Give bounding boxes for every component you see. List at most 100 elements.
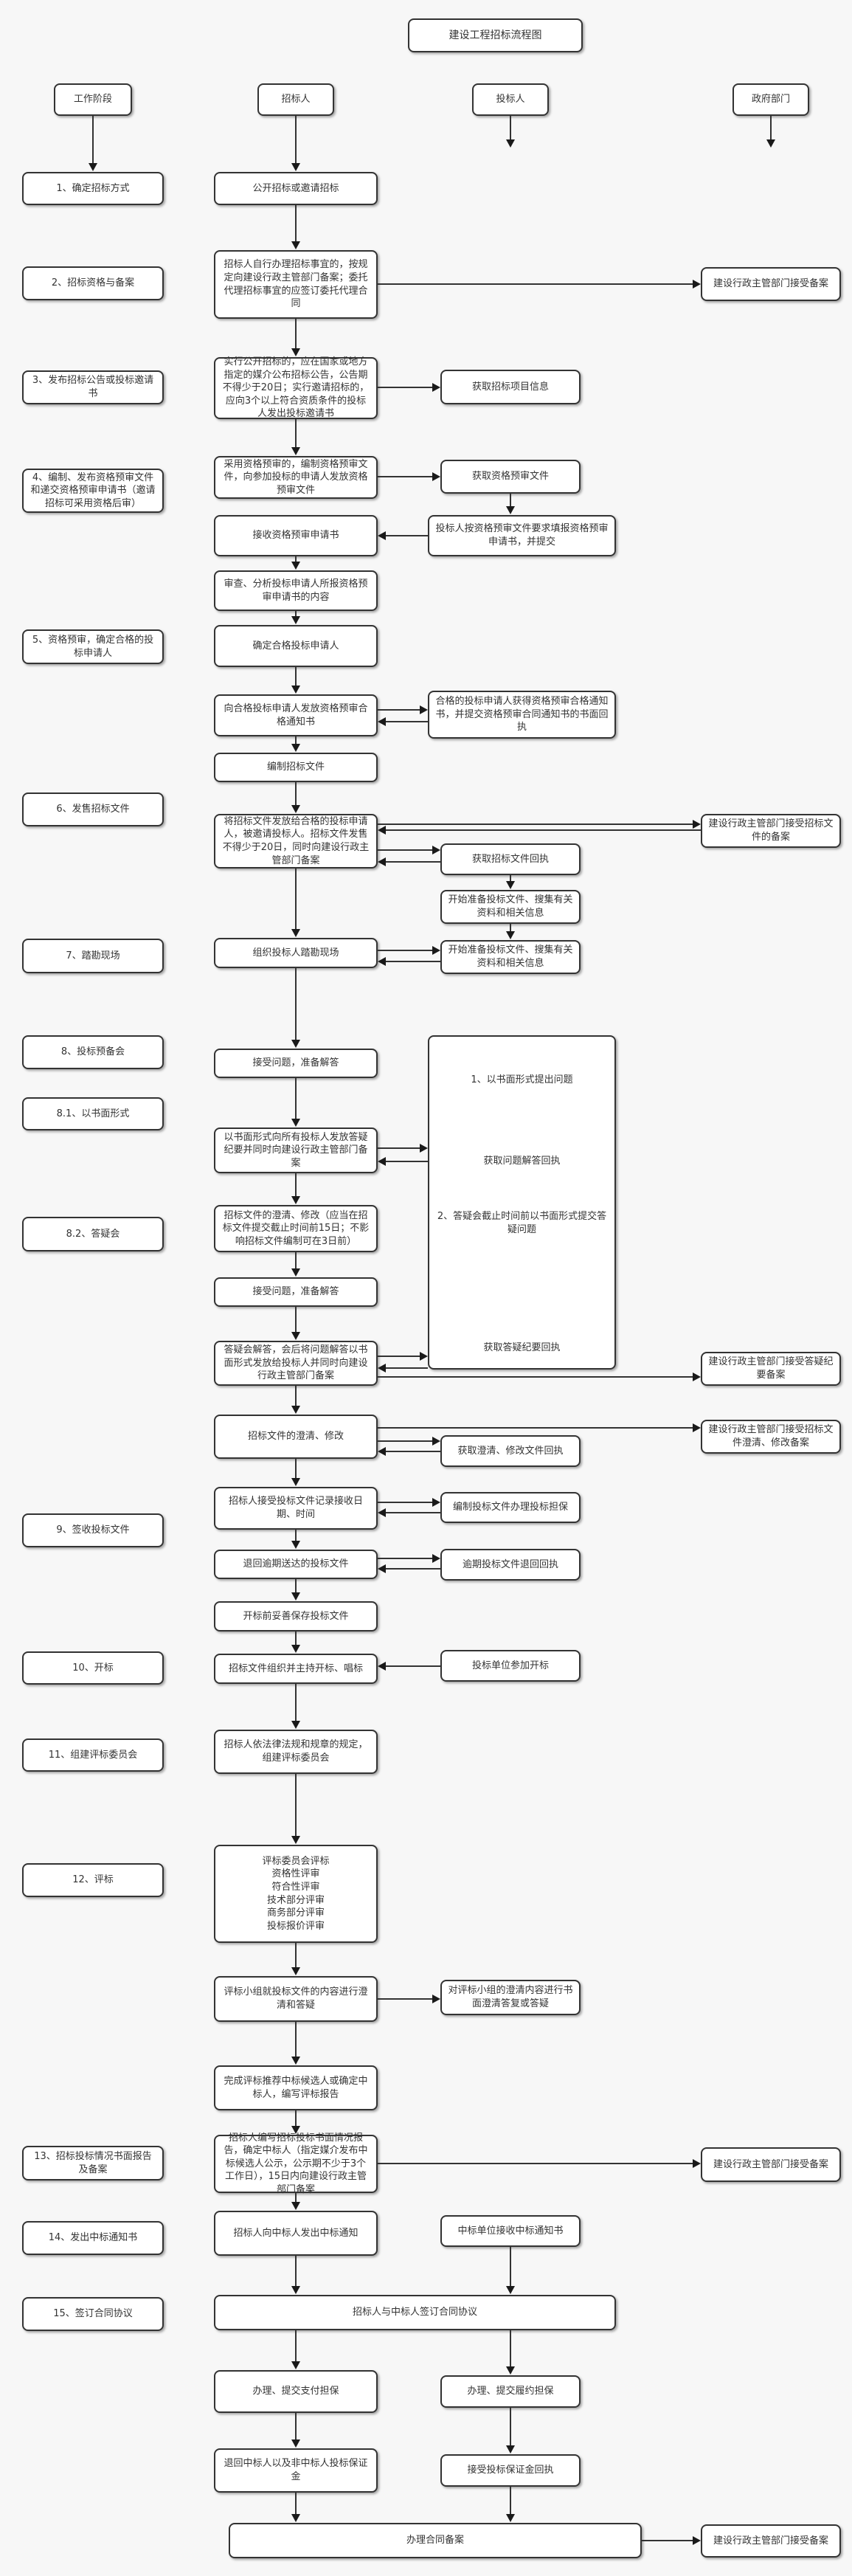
flow-line — [378, 1427, 694, 1429]
flow-node-t3: 实行公开招标的，应在国家或地方指定的媒介公布招标公告，公告期不得少于20日；实行… — [214, 356, 378, 419]
column-header-stage: 工作阶段 — [54, 83, 132, 116]
flow-line — [378, 2163, 694, 2164]
arrowhead-down-icon — [506, 881, 515, 889]
flow-line — [384, 961, 440, 962]
flow-node-t5: 接收资格预审申请书 — [214, 515, 378, 556]
flow-node-t21: 招标文件组织并主持开标、唱标 — [214, 1654, 378, 1684]
arrowhead-down-icon — [89, 163, 97, 171]
flow-node-t11: 组织投标人踏勘现场 — [214, 938, 378, 968]
flow-line — [378, 387, 434, 388]
arrowhead-right-icon — [693, 1372, 701, 1381]
flow-line — [384, 1512, 440, 1513]
flow-node-t8: 向合格投标申请人发放资格预审合格通知书 — [214, 694, 378, 736]
arrowhead-down-icon — [291, 1196, 300, 1204]
arrowhead-down-icon — [291, 2439, 300, 2448]
flow-line — [378, 476, 434, 477]
arrowhead-down-icon — [506, 2286, 515, 2294]
flow-node-s8_2: 8.2、答疑会 — [22, 1217, 164, 1251]
flow-line — [770, 116, 772, 141]
flow-node-g1: 建设行政主管部门接受备案 — [701, 267, 841, 301]
flow-node-s1: 1、确定招标方式 — [22, 172, 164, 205]
arrowhead-right-icon — [432, 1554, 440, 1563]
flow-line — [378, 1356, 421, 1357]
flow-node-s11: 11、组建评标委员会 — [22, 1738, 164, 1772]
arrowhead-right-icon — [432, 472, 440, 481]
arrowhead-down-icon — [291, 2361, 300, 2369]
arrowhead-down-icon — [506, 2514, 515, 2522]
arrowhead-down-icon — [291, 1721, 300, 1729]
flow-line — [510, 875, 511, 883]
arrowhead-right-icon — [432, 946, 440, 955]
flow-line — [378, 1502, 434, 1503]
flow-node-t14: 招标文件的澄清、修改（应当在招标文件提交截止时间前15日；不影响招标文件编制可在… — [214, 1205, 378, 1252]
arrowhead-down-icon — [291, 1119, 300, 1127]
flow-node-t1: 公开招标或邀请招标 — [214, 172, 378, 205]
flow-line — [378, 823, 694, 825]
arrowhead-down-icon — [291, 447, 300, 455]
flow-line — [295, 1631, 297, 1646]
arrowhead-down-icon — [506, 506, 515, 514]
column-header-tenderer: 招标人 — [257, 83, 334, 116]
arrowhead-down-icon — [506, 931, 515, 939]
flow-line — [295, 2493, 297, 2515]
flow-line — [295, 419, 297, 449]
flow-node-t13: 以书面形式向所有投标人发放答疑纪要并同时向建设行政主管部门备案 — [214, 1128, 378, 1173]
flow-line — [378, 849, 434, 851]
flow-line — [378, 1376, 694, 1378]
flow-node-t6: 审查、分析投标申请人所报资格预审申请书的内容 — [214, 570, 378, 611]
arrowhead-down-icon — [291, 2057, 300, 2065]
flow-line — [295, 2256, 297, 2287]
flow-line — [384, 1161, 428, 1162]
flow-line — [295, 611, 297, 618]
flow-line — [378, 1147, 421, 1149]
flow-node-b14: 办理、提交履约担保 — [440, 2375, 581, 2408]
flow-node-t10: 将招标文件发放给合格的投标申请人，被邀请投标人。招标文件发售不得少于20日，同时… — [214, 814, 378, 869]
flow-line — [92, 116, 94, 165]
arrowhead-down-icon — [291, 2202, 300, 2210]
arrowhead-left-icon — [378, 1157, 386, 1166]
flow-node-s12: 12、评标 — [22, 1863, 164, 1897]
flow-line — [295, 869, 297, 930]
flow-node-b3: 投标人按资格预审文件要求填报资格预审申请书，并提交 — [428, 515, 616, 556]
flow-line — [295, 319, 297, 350]
page-title: 建设工程招标流程图 — [408, 18, 583, 52]
column-header-government: 政府部门 — [732, 83, 809, 116]
arrowhead-down-icon — [291, 1645, 300, 1653]
arrowhead-down-icon — [291, 1836, 300, 1844]
flow-line — [510, 2330, 511, 2368]
flow-node-b13: 中标单位接收中标通知书 — [440, 2215, 581, 2247]
flow-node-s10: 10、开标 — [22, 1651, 164, 1685]
arrowhead-right-icon — [432, 383, 440, 392]
flow-line — [295, 2022, 297, 2058]
flow-node-t15: 接受问题，准备解答 — [214, 1277, 378, 1307]
flow-node-g6: 建设行政主管部门接受备案 — [701, 2524, 841, 2558]
flow-node-s15: 15、签订合同协议 — [22, 2297, 164, 2331]
arrowhead-right-icon — [693, 820, 701, 829]
arrowhead-left-icon — [378, 1447, 386, 1456]
flow-line — [295, 1774, 297, 1837]
flow-line — [295, 968, 297, 1041]
arrowhead-left-icon — [378, 1364, 386, 1372]
flow-node-b12: 对评标小组的澄清内容进行书面澄清答复或答疑 — [440, 1980, 581, 2015]
flow-node-s5: 5、资格预审，确定合格的投标申请人 — [22, 629, 164, 664]
arrowhead-right-icon — [432, 1498, 440, 1507]
arrowhead-down-icon — [766, 139, 775, 148]
flow-line — [510, 2247, 511, 2287]
arrowhead-left-icon — [378, 1564, 386, 1573]
flow-node-g2: 建设行政主管部门接受招标文件的备案 — [701, 814, 841, 848]
flow-line — [378, 283, 694, 285]
arrowhead-right-icon — [420, 705, 428, 714]
flow-node-s7: 7、踏勘现场 — [22, 939, 164, 973]
arrowhead-down-icon — [291, 805, 300, 813]
flow-node-s8_1: 8.1、以书面形式 — [22, 1097, 164, 1130]
flow-node-b2: 获取资格预审文件 — [440, 460, 581, 494]
flow-line — [295, 1459, 297, 1479]
arrowhead-right-icon — [432, 1437, 440, 1446]
arrowhead-down-icon — [291, 929, 300, 937]
flow-node-s6: 6、发售招标文件 — [22, 793, 164, 826]
flow-node-s3: 3、发布招标公告或投标邀请书 — [22, 370, 164, 404]
arrowhead-down-icon — [291, 744, 300, 752]
flow-node-b1: 获取招标项目信息 — [440, 370, 581, 404]
arrowhead-right-icon — [693, 2159, 701, 2168]
flow-line — [642, 2540, 694, 2541]
